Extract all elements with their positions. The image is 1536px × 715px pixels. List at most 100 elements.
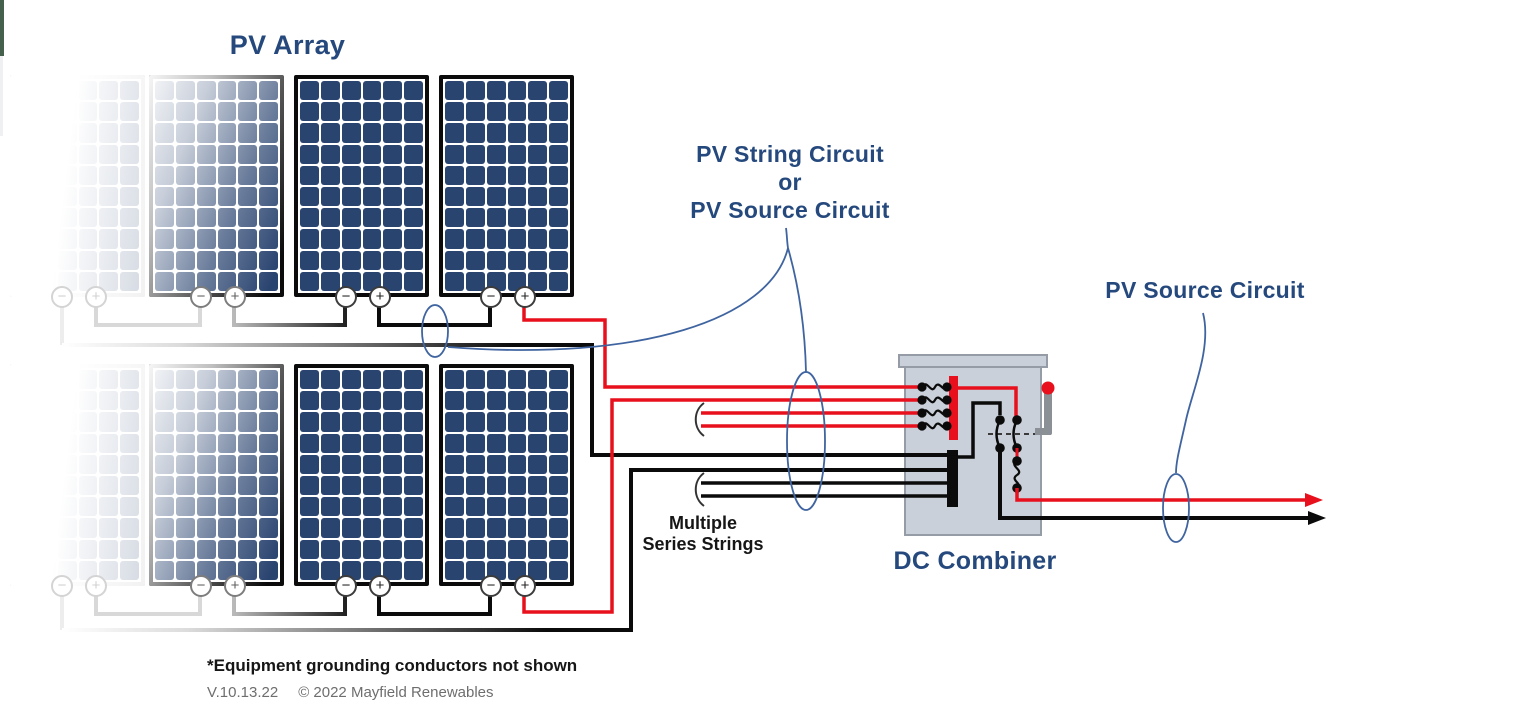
wire-top-negative-to-combiner: [590, 343, 952, 457]
pv-cell: [217, 391, 237, 411]
output-negative-wire: [998, 448, 1308, 520]
pv-cell: [259, 412, 278, 432]
copyright: © 2022 Mayfield Renewables: [298, 684, 494, 701]
pv-cell: [465, 187, 485, 207]
busbar-to-switch-negative: [950, 401, 1002, 459]
pv-cell: [196, 518, 216, 538]
pv-cell: [549, 208, 568, 228]
disconnect-switch: [995, 415, 1022, 453]
pv-cell: [99, 123, 119, 143]
pv-cell: [16, 271, 35, 291]
output-positive-arrowhead: [1305, 493, 1323, 507]
wire-top-jumper-3: [377, 298, 492, 327]
pv-cell: [341, 165, 361, 185]
pv-cell: [155, 81, 174, 101]
pv-cell: [16, 165, 35, 185]
pv-cell: [196, 391, 216, 411]
pv-cell: [320, 271, 340, 291]
wire-top-jumper-1: [94, 298, 202, 327]
pv-panel: [10, 364, 145, 586]
pv-cell: [528, 412, 548, 432]
break-mark-negative: [694, 472, 705, 507]
pv-cell: [320, 370, 340, 390]
pv-cell: [445, 81, 464, 101]
pv-cell: [341, 539, 361, 559]
pv-cell: [175, 539, 195, 559]
plus-terminal: +: [85, 286, 107, 308]
pv-cell: [99, 102, 119, 122]
pv-cell: [528, 391, 548, 411]
pv-cell: [486, 497, 506, 517]
pv-cell: [78, 391, 98, 411]
pv-cell: [507, 229, 527, 249]
minus-terminal: −: [190, 286, 212, 308]
pv-cell: [383, 81, 403, 101]
pv-cell: [175, 433, 195, 453]
pv-cell: [549, 412, 568, 432]
pv-cell: [57, 518, 77, 538]
pv-cell: [300, 518, 319, 538]
pv-cell: [196, 81, 216, 101]
pv-cell: [486, 370, 506, 390]
minus-terminal: −: [480, 575, 502, 597]
pv-cell: [155, 433, 174, 453]
pv-cell: [196, 370, 216, 390]
pv-cell: [99, 476, 119, 496]
pv-cell: [175, 518, 195, 538]
string-circuit-line3: PV Source Circuit: [690, 197, 890, 223]
pv-cell: [362, 123, 382, 143]
pv-cell: [341, 454, 361, 474]
pv-cell: [320, 187, 340, 207]
pv-panel: [294, 364, 429, 586]
pv-cell: [196, 208, 216, 228]
pv-cell: [120, 165, 139, 185]
pv-cell: [300, 370, 319, 390]
pv-cell: [120, 229, 139, 249]
pv-cell: [383, 454, 403, 474]
string-circuit-line1: PV String Circuit: [696, 141, 884, 167]
pv-cell: [300, 187, 319, 207]
dc-combiner-box: [898, 354, 1048, 536]
pv-cell: [300, 250, 319, 270]
pv-cell: [549, 560, 568, 580]
pv-cell: [404, 518, 423, 538]
minus-terminal: −: [335, 286, 357, 308]
pv-cell: [238, 165, 258, 185]
pv-cell: [259, 81, 278, 101]
pv-cell: [507, 165, 527, 185]
pv-cell: [57, 123, 77, 143]
pv-cell: [445, 123, 464, 143]
pv-cell: [320, 433, 340, 453]
wire-top-positive-to-combiner: [522, 298, 922, 389]
pv-cell: [57, 370, 77, 390]
pv-cell: [57, 102, 77, 122]
version-line: V.10.13.22© 2022 Mayfield Renewables: [207, 684, 494, 701]
pv-cell: [465, 497, 485, 517]
pv-cell: [300, 229, 319, 249]
pv-cell: [486, 412, 506, 432]
pv-cell: [404, 165, 423, 185]
pv-cell: [78, 187, 98, 207]
pv-cell: [341, 208, 361, 228]
pv-cell: [99, 370, 119, 390]
minus-terminal: −: [51, 575, 73, 597]
pv-cell: [217, 81, 237, 101]
pv-cell: [175, 497, 195, 517]
pv-cell: [300, 123, 319, 143]
pv-cell: [196, 539, 216, 559]
pv-cell: [57, 165, 77, 185]
pv-cell: [507, 208, 527, 228]
pv-cell: [16, 144, 35, 164]
panel-cells: [445, 81, 568, 291]
pv-cell: [320, 144, 340, 164]
pv-cell: [78, 412, 98, 432]
pv-cell: [528, 144, 548, 164]
pv-cell: [362, 208, 382, 228]
pv-cell: [120, 81, 139, 101]
pv-cell: [78, 165, 98, 185]
pv-cell: [259, 518, 278, 538]
pv-cell: [196, 144, 216, 164]
pv-cell: [362, 412, 382, 432]
pv-cell: [217, 433, 237, 453]
pv-cell: [99, 250, 119, 270]
